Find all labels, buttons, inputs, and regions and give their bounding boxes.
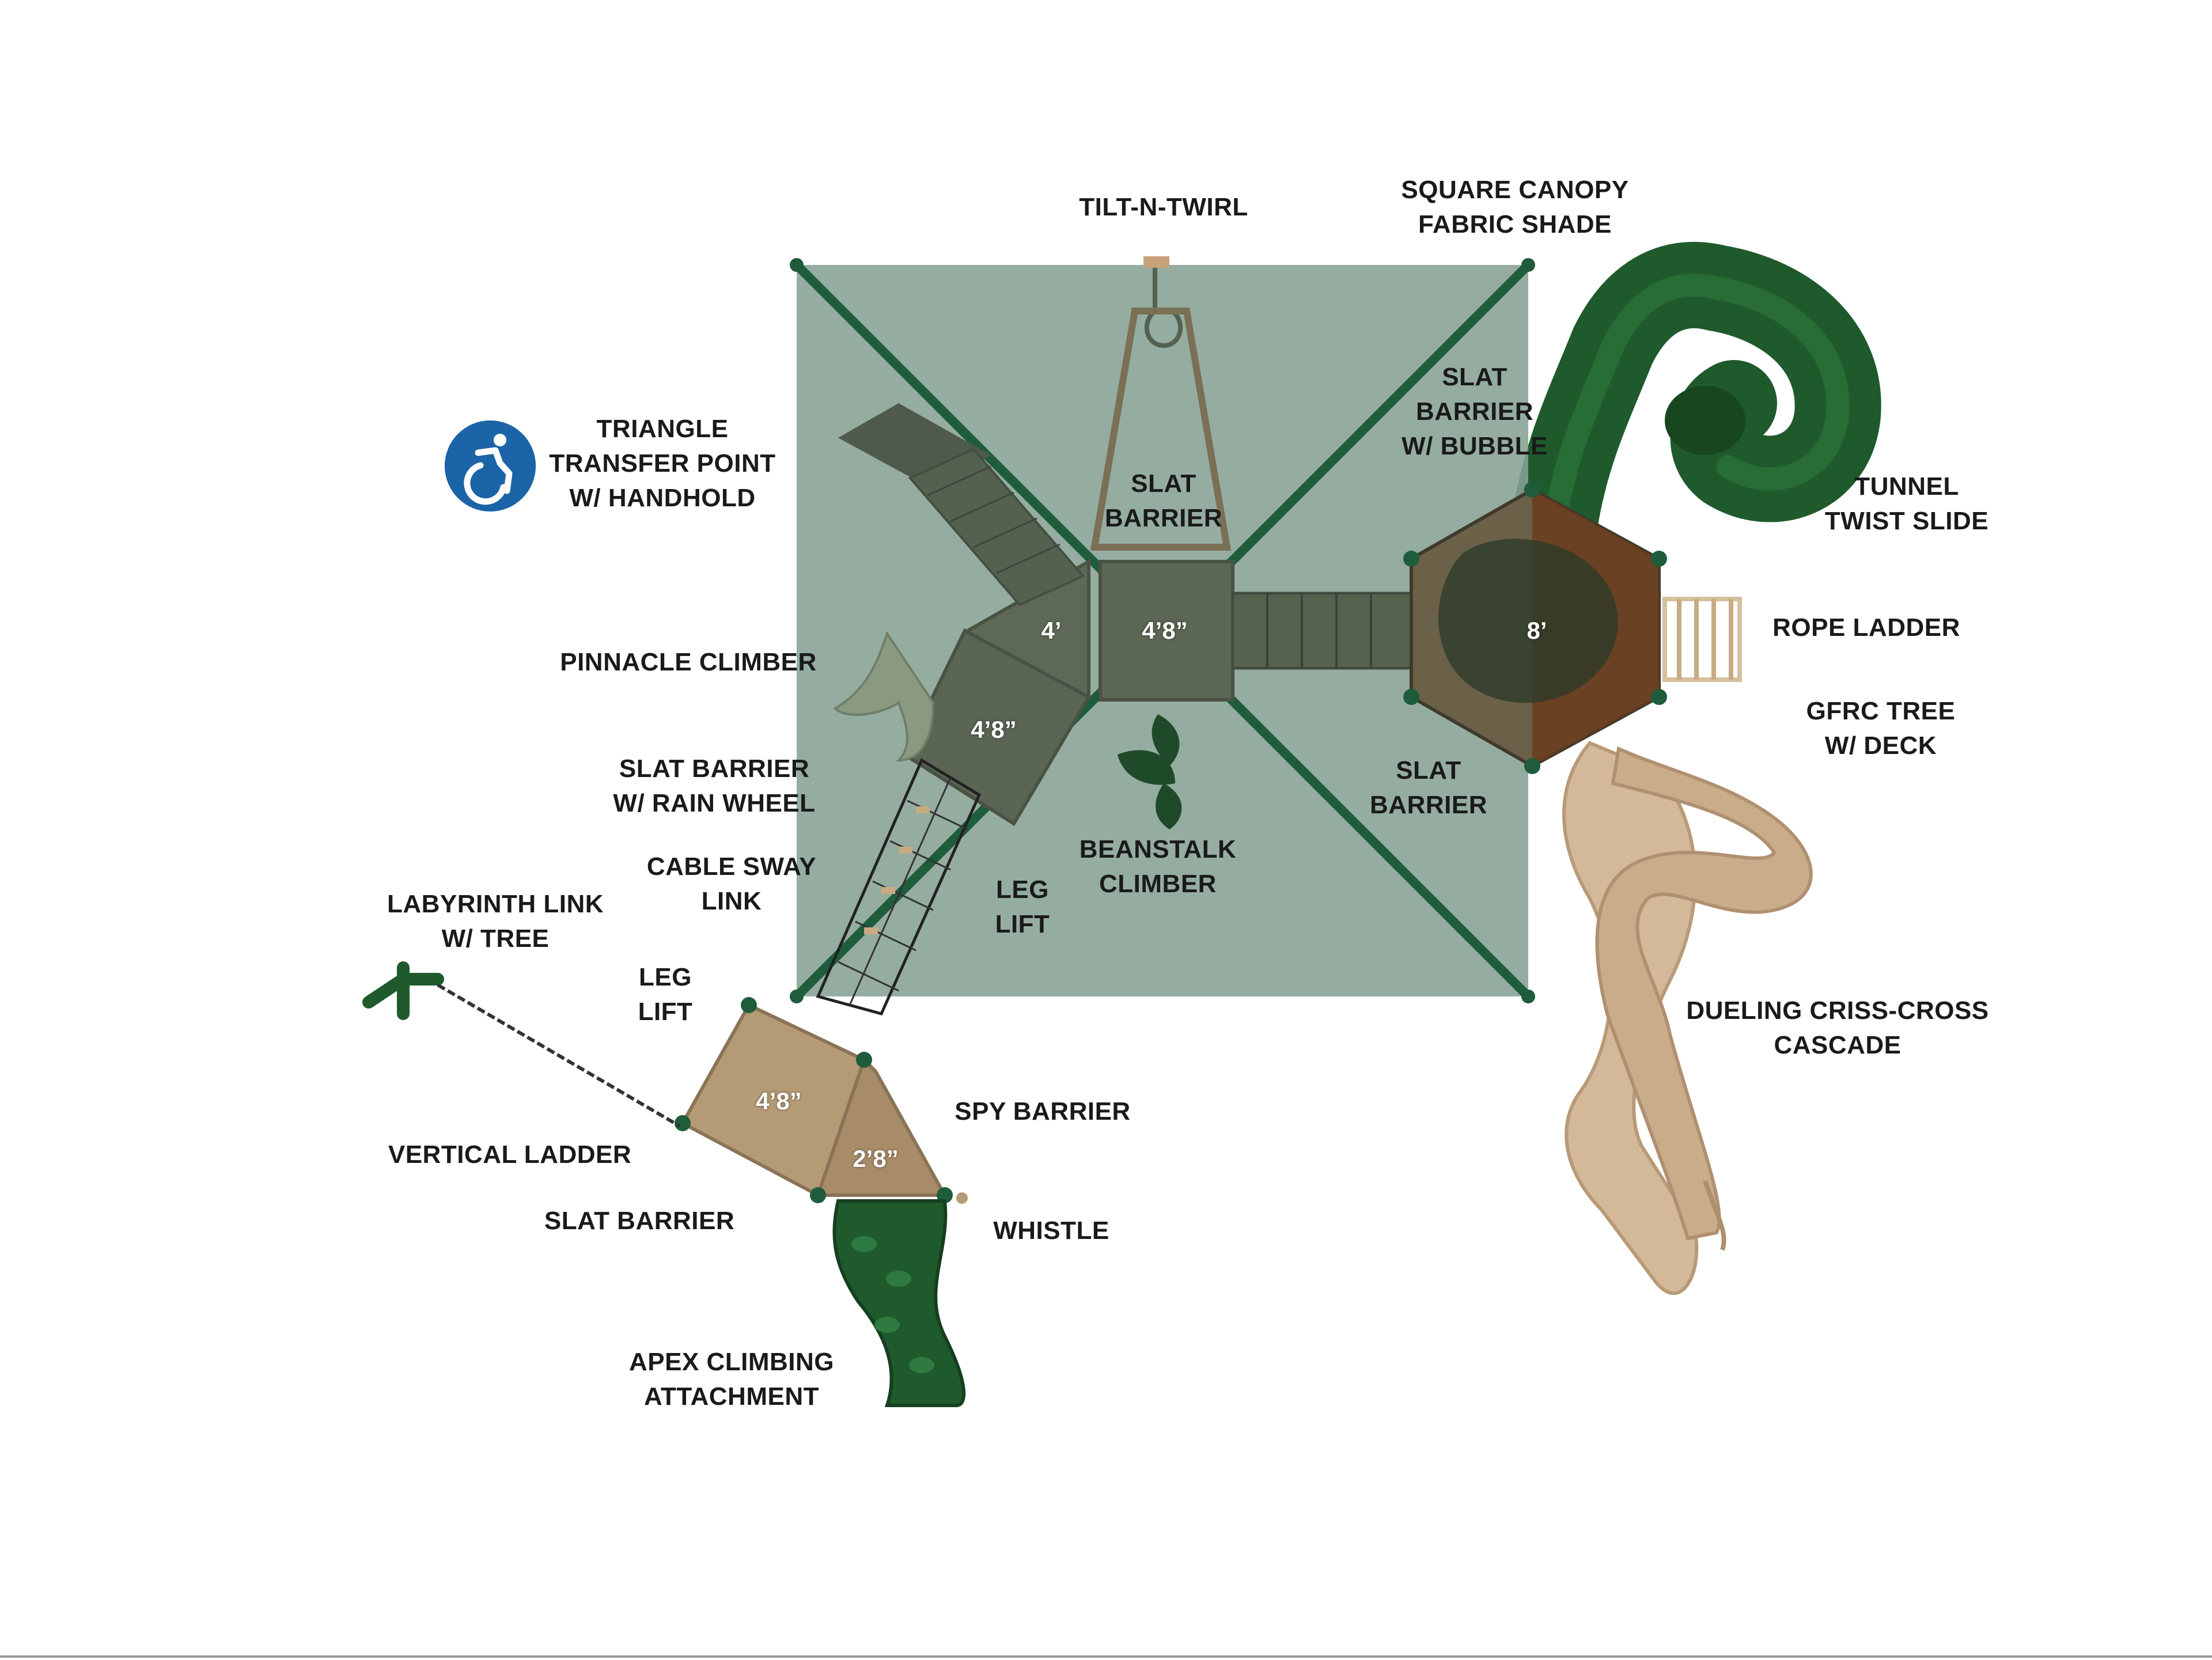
pinnacle-climber-shape	[833, 631, 935, 762]
label-line: DUELING CRISS-CROSS	[1686, 996, 1989, 1025]
label-line: TILT-N-TWIRL	[1079, 193, 1248, 221]
label-line: W/ HANDHOLD	[569, 484, 756, 512]
label-pinnacle-climber: PINNACLE CLIMBER	[553, 645, 824, 680]
label-labyrinth: LABYRINTH LINK W/ TREE	[380, 887, 611, 956]
bottom-rule	[0, 1655, 2212, 1658]
label-gfrc-tree: GFRC TREE W/ DECK	[1791, 694, 1970, 763]
rope-ladder-shape	[1662, 597, 1742, 682]
label-apex: APEX CLIMBING ATTACHMENT	[611, 1345, 853, 1414]
labyrinth-link-shape	[362, 961, 681, 1128]
label-line: LIFT	[638, 998, 693, 1026]
deck-height-bottom-small: 2’8”	[853, 1145, 899, 1172]
label-spy-barrier: SPY BARRIER	[945, 1094, 1141, 1129]
tunnel-twist-slide-shape	[1512, 241, 1881, 562]
label-line: WHISTLE	[993, 1216, 1109, 1245]
label-line: SLAT BARRIER	[544, 1207, 735, 1235]
label-line: PINNACLE CLIMBER	[560, 648, 817, 676]
label-line: SLAT BARRIER	[619, 755, 810, 783]
label-triangle-transfer: TRIANGLE TRANSFER POINT W/ HANDHOLD	[541, 412, 783, 516]
apex-climbing-shape	[832, 1199, 966, 1407]
label-line: BARRIER	[1416, 397, 1533, 426]
label-line: BARRIER	[1105, 504, 1222, 532]
label-line: CASCADE	[1774, 1031, 1902, 1059]
label-tunnel-twist: TUNNEL TWIST SLIDE	[1803, 469, 2010, 539]
label-line: SLAT	[1442, 363, 1508, 391]
label-line: GFRC TREE	[1806, 697, 1956, 725]
label-line: CABLE SWAY	[646, 852, 817, 881]
label-line: ATTACHMENT	[644, 1382, 819, 1411]
label-slat-barrier-top: SLAT BARRIER	[1089, 467, 1238, 536]
label-line: SLAT	[1396, 756, 1461, 784]
label-slat-barrier-bottom: SLAT BARRIER	[536, 1204, 743, 1238]
bottom-main-deck-shape	[675, 997, 968, 1204]
cable-sway-link-shape	[816, 758, 982, 1015]
bridge-shape	[1231, 592, 1419, 670]
hex-deck-shape	[1403, 482, 1667, 774]
label-line: W/ DECK	[1824, 732, 1937, 760]
label-line: TRIANGLE	[596, 415, 729, 443]
label-rope-ladder: ROPE LADDER	[1763, 611, 1970, 645]
label-square-canopy: SQUARE CANOPY FABRIC SHADE	[1382, 173, 1647, 242]
wheelchair-accessibility-icon	[445, 420, 536, 511]
label-line: APEX CLIMBING	[628, 1348, 835, 1376]
label-line: BARRIER	[1370, 791, 1487, 819]
deck-height-hex: 8’	[1527, 617, 1547, 644]
label-line: SLAT	[1131, 469, 1196, 498]
label-line: ROPE LADDER	[1772, 613, 1960, 642]
label-line: W/ TREE	[441, 924, 550, 953]
label-line: LEG	[996, 876, 1049, 904]
label-line: LIFT	[995, 910, 1050, 938]
label-line: TWIST SLIDE	[1824, 507, 1989, 535]
label-leg-lift-mid: LEG LIFT	[962, 873, 1083, 942]
label-dueling: DUELING CRISS-CROSS CASCADE	[1676, 994, 1999, 1063]
deck-height-bottom-main: 4’8”	[756, 1087, 802, 1115]
label-slat-barrier-right: SLAT BARRIER	[1354, 753, 1503, 823]
label-slat-barrier-rain: SLAT BARRIER W/ RAIN WHEEL	[599, 752, 830, 821]
dueling-slide-shape	[1562, 741, 1813, 1295]
label-line: LEG	[639, 963, 692, 991]
deck-height-center: 4’8”	[1142, 617, 1188, 644]
label-beanstalk: BEANSTALK CLIMBER	[1071, 832, 1244, 901]
label-line: LABYRINTH LINK	[387, 890, 604, 918]
label-line: W/ BUBBLE	[1402, 432, 1548, 460]
label-line: BEANSTALK	[1079, 835, 1237, 863]
deck-height-left-lower: 4’8”	[971, 716, 1017, 743]
label-line: LINK	[701, 887, 762, 915]
beanstalk-climber-shape	[1118, 714, 1182, 829]
label-vertical-ladder: VERTICAL LADDER	[380, 1138, 639, 1172]
label-whistle: WHISTLE	[979, 1214, 1123, 1248]
label-line: SQUARE CANOPY	[1401, 176, 1629, 204]
tilt-n-twirl-shape	[1090, 256, 1232, 551]
label-line: TRANSFER POINT	[549, 449, 776, 477]
label-slat-barrier-bubble: SLAT BARRIER W/ BUBBLE	[1388, 360, 1561, 464]
label-line: W/ RAIN WHEEL	[613, 789, 816, 817]
label-leg-lift-left: LEG LIFT	[605, 960, 726, 1029]
label-tilt-n-twirl: TILT-N-TWIRL	[1048, 190, 1279, 225]
label-line: CLIMBER	[1099, 870, 1217, 898]
label-line: SPY BARRIER	[955, 1097, 1131, 1125]
label-line: FABRIC SHADE	[1418, 210, 1612, 238]
label-line: VERTICAL LADDER	[388, 1140, 632, 1169]
label-line: TUNNEL	[1854, 472, 1959, 501]
transfer-ramp-shape	[838, 403, 1085, 607]
label-cable-sway: CABLE SWAY LINK	[645, 850, 818, 919]
deck-height-upper-left: 4’	[1041, 617, 1062, 644]
